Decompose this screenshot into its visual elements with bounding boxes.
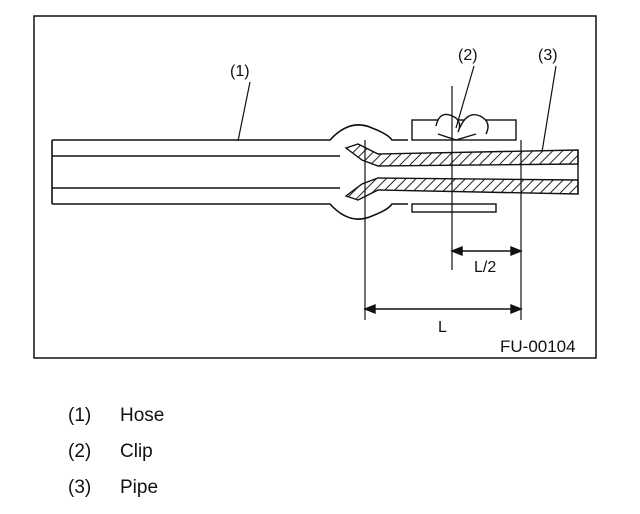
callout-pipe: (3) (538, 47, 558, 64)
clip (411, 113, 517, 213)
legend-item-pipe: (3) Pipe (68, 470, 164, 506)
dimension-half-length: L/2 (474, 259, 496, 276)
legend-label: Pipe (120, 477, 159, 498)
legend-number: (3) (68, 477, 92, 498)
dimension-arrows (363, 245, 523, 315)
figure-frame (33, 15, 597, 359)
reference-lines (364, 86, 522, 320)
pipe (344, 143, 579, 201)
figure-id: FU-00104 (500, 337, 576, 356)
legend-number: (2) (68, 441, 92, 462)
legend-label: Clip (120, 441, 153, 462)
legend-item-clip: (2) Clip (68, 434, 164, 470)
legend-item-hose: (1) Hose (68, 398, 164, 434)
callout-hose: (1) (230, 63, 250, 80)
hose (51, 124, 408, 220)
leader-lines (237, 65, 557, 153)
dimension-length: L (438, 319, 447, 336)
callout-clip: (2) (458, 47, 478, 64)
hose-clip-diagram: (1) (2) (3) L/2 L FU-00104 (33, 15, 597, 359)
legend-number: (1) (68, 405, 92, 426)
legend: (1) Hose (2) Clip (3) Pipe (68, 398, 164, 506)
legend-label: Hose (120, 405, 165, 426)
